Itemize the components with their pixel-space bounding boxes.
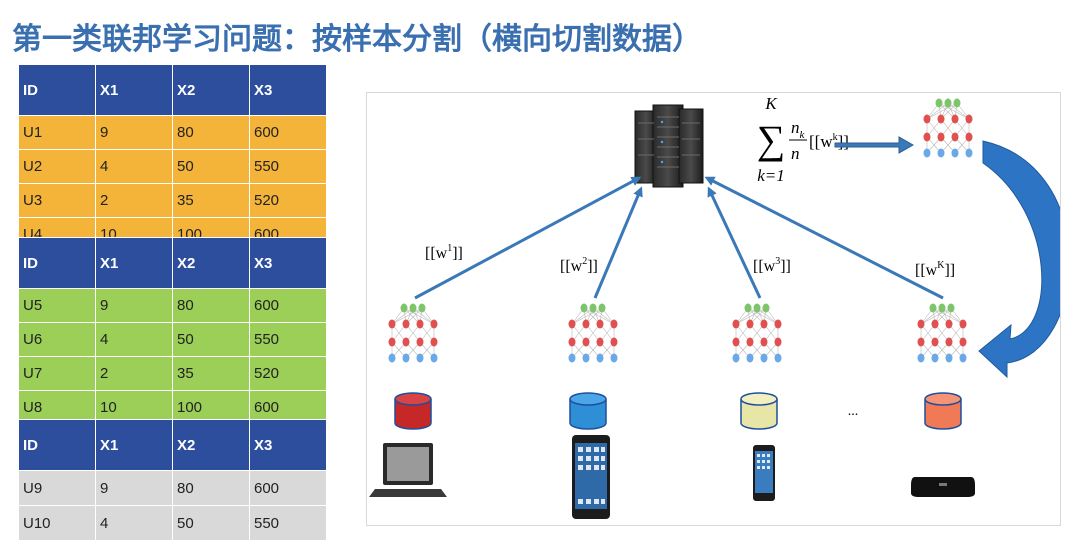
diagram-canvas: K ∑ k=1 nk n [[wk]] [[w1]] [[w2]] [[w3]]…	[369, 94, 1071, 519]
table-cell: U6	[18, 322, 96, 357]
table-header-cell: X1	[95, 237, 173, 289]
ellipsis: ...	[848, 404, 859, 419]
table-cell: U2	[18, 149, 96, 184]
table-cell: U5	[18, 288, 96, 323]
table-header-cell: X3	[249, 64, 327, 116]
formula-frac-denominator: n	[791, 144, 800, 163]
table-header-cell: ID	[18, 237, 96, 289]
client-weight-label-1: [[w1]]	[425, 243, 463, 262]
laptop-icon	[369, 443, 447, 497]
table-cell: 50	[172, 149, 250, 184]
local-model-icon	[917, 303, 967, 363]
table-header-cell: X2	[172, 237, 250, 289]
table-cell: U10	[18, 505, 96, 541]
formula-sum-upper: K	[764, 94, 778, 113]
table-cell: 80	[172, 288, 250, 323]
table-cell: 2	[95, 356, 173, 391]
smartphone-icon	[753, 445, 775, 501]
database-icon	[394, 392, 432, 430]
table-cell: 9	[95, 115, 173, 150]
table-cell: U7	[18, 356, 96, 391]
upload-arrow-3	[707, 186, 762, 299]
table-cell: 600	[249, 470, 327, 506]
local-model-icon	[568, 303, 618, 363]
broadcast-arrow-icon	[834, 136, 915, 154]
table-cell: 4	[95, 505, 173, 541]
table-cell: 4	[95, 149, 173, 184]
table-cell: 4	[95, 322, 173, 357]
table-header-cell: ID	[18, 64, 96, 116]
client-weight-label-3: [[w3]]	[753, 256, 791, 275]
formula-frac-numerator: nk	[791, 118, 806, 141]
curved-return-arrow-icon	[978, 140, 1071, 379]
server-icon	[634, 104, 704, 188]
table-cell: U3	[18, 183, 96, 218]
set-top-box-icon	[911, 477, 975, 497]
upload-arrow-k	[704, 176, 944, 300]
upload-arrow-2	[593, 186, 643, 299]
table-cell: 520	[249, 183, 327, 218]
aggregation-formula: K ∑ k=1 nk n [[wk]]	[757, 94, 849, 185]
summation-icon: ∑	[757, 117, 786, 162]
federated-diagram: K ∑ k=1 nk n [[wk]] [[w1]] [[w2]] [[w3]]…	[366, 92, 1071, 526]
table-header-cell: ID	[18, 419, 96, 471]
table-header-cell: X2	[172, 64, 250, 116]
table-cell: U1	[18, 115, 96, 150]
local-model-icon	[388, 303, 438, 363]
table-cell: 600	[249, 288, 327, 323]
table-cell: 520	[249, 356, 327, 391]
table-header-cell: X3	[249, 237, 327, 289]
table-cell: 50	[172, 322, 250, 357]
table-cell: 600	[249, 115, 327, 150]
tablet-icon	[572, 435, 610, 519]
table-header-cell: X3	[249, 419, 327, 471]
database-icon	[740, 392, 778, 430]
database-icon	[569, 392, 607, 430]
database-icon	[924, 392, 962, 430]
page-title: 第一类联邦学习问题：按样本分割（横向切割数据）	[12, 22, 702, 57]
table-cell: 35	[172, 356, 250, 391]
table-cell: 80	[172, 115, 250, 150]
table-header-cell: X1	[95, 64, 173, 116]
local-model-icon	[732, 303, 782, 363]
table-cell: U9	[18, 470, 96, 506]
table-cell: 2	[95, 183, 173, 218]
table-cell: 9	[95, 470, 173, 506]
global-model-icon	[923, 98, 973, 158]
formula-sum-lower: k=1	[757, 166, 785, 185]
table-header-cell: X2	[172, 419, 250, 471]
table-cell: 550	[249, 322, 327, 357]
table-cell: 35	[172, 183, 250, 218]
table-header-cell: X1	[95, 419, 173, 471]
table-cell: 9	[95, 288, 173, 323]
client-weight-label-k: [[wK]]	[915, 260, 955, 279]
upload-arrow-1	[414, 176, 642, 300]
table-cell: 550	[249, 149, 327, 184]
table-cell: 550	[249, 505, 327, 541]
client-weight-label-2: [[w2]]	[560, 256, 598, 275]
formula-term: [[wk]]	[809, 132, 849, 151]
table-cell: 80	[172, 470, 250, 506]
table-cell: 50	[172, 505, 250, 541]
